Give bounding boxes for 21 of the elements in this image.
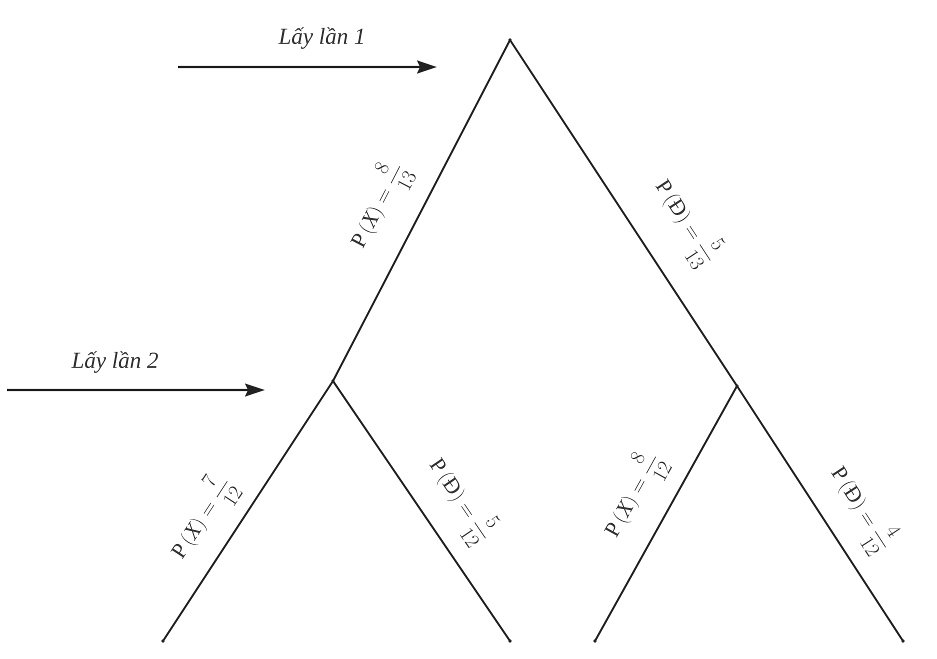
branch-point: [161, 639, 165, 643]
branch-point: [593, 639, 597, 643]
step-label: Lấy lần 2: [71, 351, 158, 373]
edge-label: $\mathrm{P}\,(\mathit{X}) = \frac{8}{12}$: [590, 443, 675, 547]
edge-label: $\mathrm{P}\,(\mathit{X}) = \frac{8}{13}$: [337, 154, 419, 257]
branch-line: [736, 385, 904, 642]
branch-line: [332, 40, 511, 382]
branch-line: [509, 39, 738, 387]
edge-label: $\mathrm{P}\,(\text{Đ}) = \frac{5}{13}$: [642, 169, 731, 274]
edge-label: $\mathrm{P}\,(\text{Đ}) = \frac{4}{12}$: [817, 456, 906, 560]
branch-line: [162, 380, 334, 642]
edge-label: $\mathrm{P}\,(\text{Đ}) = \frac{5}{12}$: [416, 448, 506, 552]
edge-label: $\mathrm{P}\,(\mathit{X}) = \frac{7}{12}$: [158, 466, 246, 569]
branch-point: [331, 379, 335, 383]
branch-point: [735, 384, 739, 388]
branch-line: [594, 386, 738, 642]
step-label: Lấy lần 1: [278, 27, 363, 49]
branch-point: [901, 639, 905, 643]
branch-point: [508, 639, 512, 643]
branch-point: [508, 38, 512, 42]
branch-line: [332, 380, 511, 642]
